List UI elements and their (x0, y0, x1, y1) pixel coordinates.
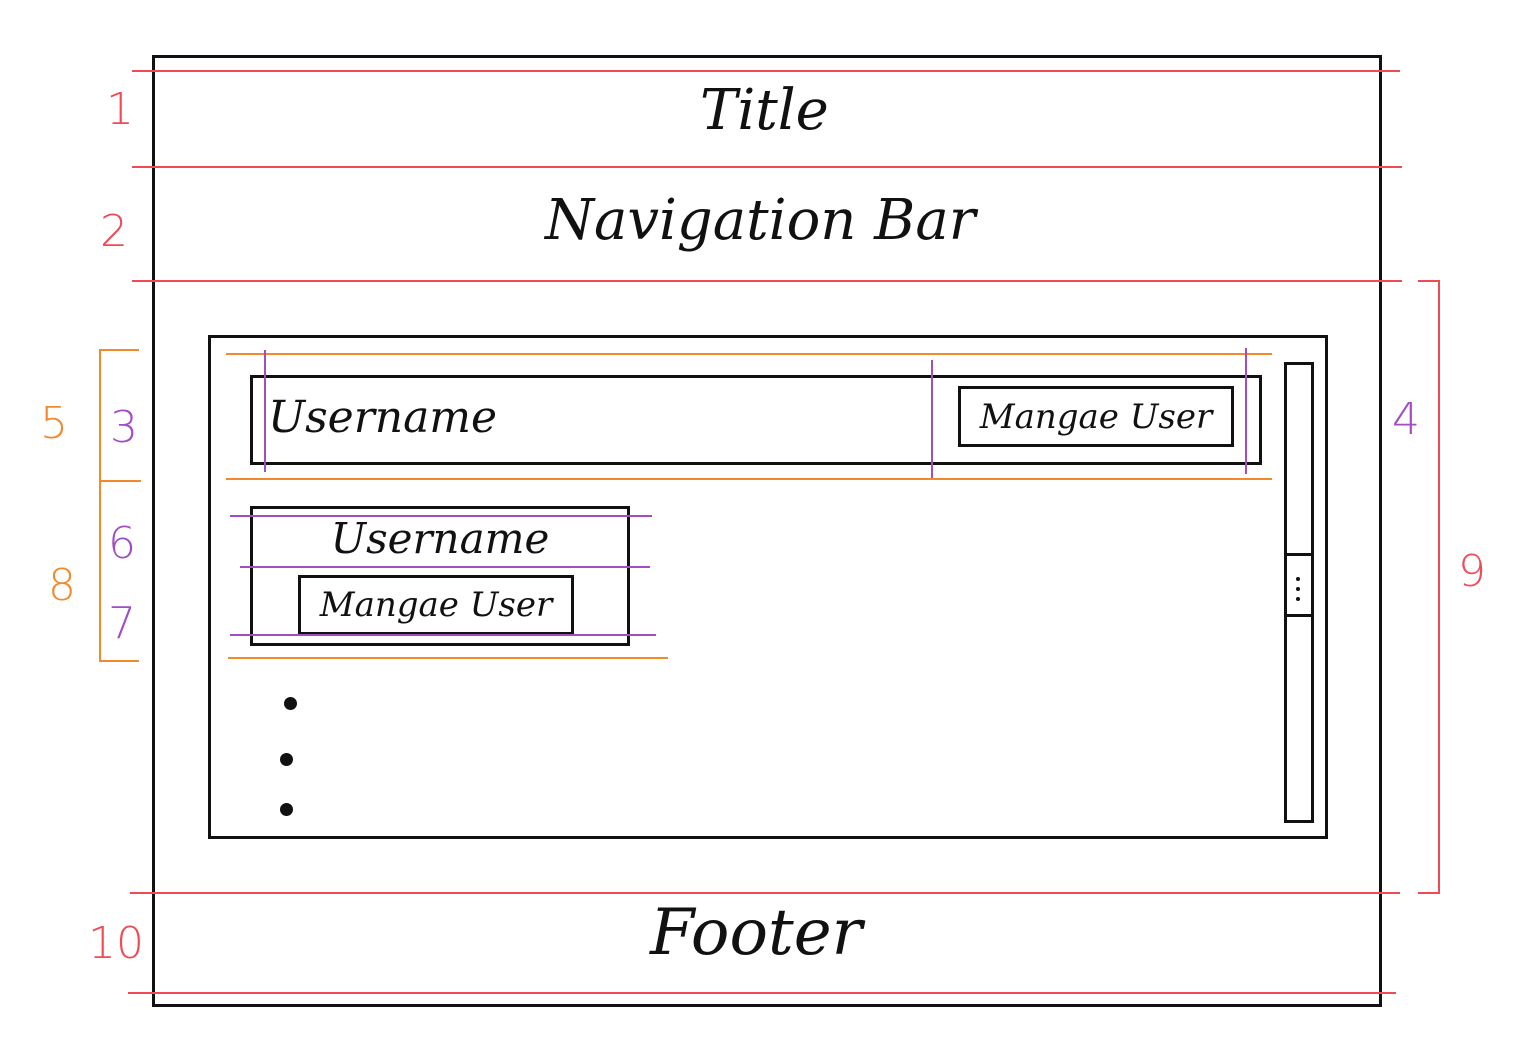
footer: Footer (650, 896, 863, 970)
element-guide-line (230, 634, 656, 636)
page-frame (152, 55, 1382, 1007)
scrollbar-thumb[interactable] (1284, 553, 1314, 617)
section-line (128, 992, 1396, 994)
label-1: 1 (106, 84, 134, 135)
label-6: 6 (108, 518, 136, 569)
navigation-bar[interactable]: Navigation Bar (545, 188, 976, 253)
label-3: 3 (110, 402, 138, 453)
element-guide-line (230, 515, 652, 517)
group-guide-line (226, 478, 1272, 480)
label-4: 4 (1392, 394, 1420, 445)
group-guide-line (228, 657, 668, 659)
row-username: Username (268, 392, 498, 443)
ellipsis-dot (280, 753, 293, 766)
ellipsis-dot (284, 697, 297, 710)
group-guide-line (226, 353, 1272, 355)
label-9: 9 (1458, 546, 1486, 597)
user-card (250, 506, 630, 646)
label-8: 8 (48, 560, 76, 611)
label-5: 5 (40, 398, 68, 449)
element-guide-line (240, 566, 650, 568)
ellipsis-dot (280, 803, 293, 816)
section-line (132, 166, 1402, 168)
section-line (132, 280, 1402, 282)
label-2: 2 (100, 206, 128, 257)
element-guide-line (1245, 348, 1247, 474)
manage-user-button[interactable]: Mangae User (958, 386, 1234, 447)
group-bracket (99, 349, 139, 662)
label-7: 7 (108, 598, 136, 649)
grip-dot (1296, 577, 1300, 581)
grip-dot (1296, 587, 1300, 591)
page-title: Title (700, 78, 829, 143)
grip-dot (1296, 597, 1300, 601)
section-line (130, 892, 1400, 894)
element-guide-line (264, 350, 266, 472)
user-list-container (208, 335, 1328, 839)
section-bracket (1418, 280, 1440, 894)
label-10: 10 (88, 918, 144, 969)
group-bracket-divider (99, 480, 141, 482)
card-manage-user-button[interactable]: Mangae User (298, 575, 574, 635)
section-line (132, 70, 1400, 72)
user-row (250, 375, 1262, 465)
element-guide-line (931, 360, 933, 478)
card-username: Username (330, 514, 550, 563)
